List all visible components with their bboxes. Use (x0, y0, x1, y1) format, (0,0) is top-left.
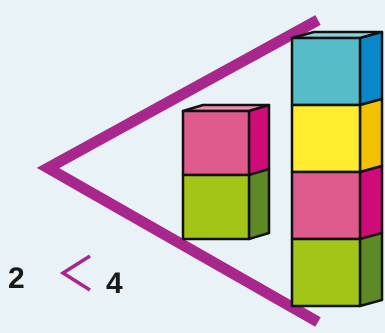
left-cube-stack (181, 103, 271, 241)
large-less-than-sign (36, 15, 321, 327)
cube (290, 97, 384, 174)
cube-side-face (247, 103, 271, 177)
cube-front-face (290, 103, 362, 174)
expression-right-number: 4 (106, 267, 123, 300)
cube-side-face (358, 97, 384, 174)
cube-side-face (358, 164, 384, 241)
cube-side-face (358, 30, 384, 107)
cube (290, 30, 384, 107)
small-less-than-sign (59, 254, 91, 292)
cube (290, 231, 384, 308)
cube (181, 103, 271, 177)
cube-side-face (358, 231, 384, 308)
cube-front-face (290, 237, 362, 308)
cube-front-face (290, 36, 362, 107)
expression-left-number: 2 (8, 262, 25, 295)
cube (181, 167, 271, 241)
cube-front-face (181, 109, 251, 177)
cube-front-face (181, 173, 251, 241)
cube-side-face (247, 167, 271, 241)
comparison-expression: 2 4 (8, 254, 123, 300)
cube (290, 164, 384, 241)
cube-front-face (290, 170, 362, 241)
right-cube-stack (290, 30, 384, 308)
